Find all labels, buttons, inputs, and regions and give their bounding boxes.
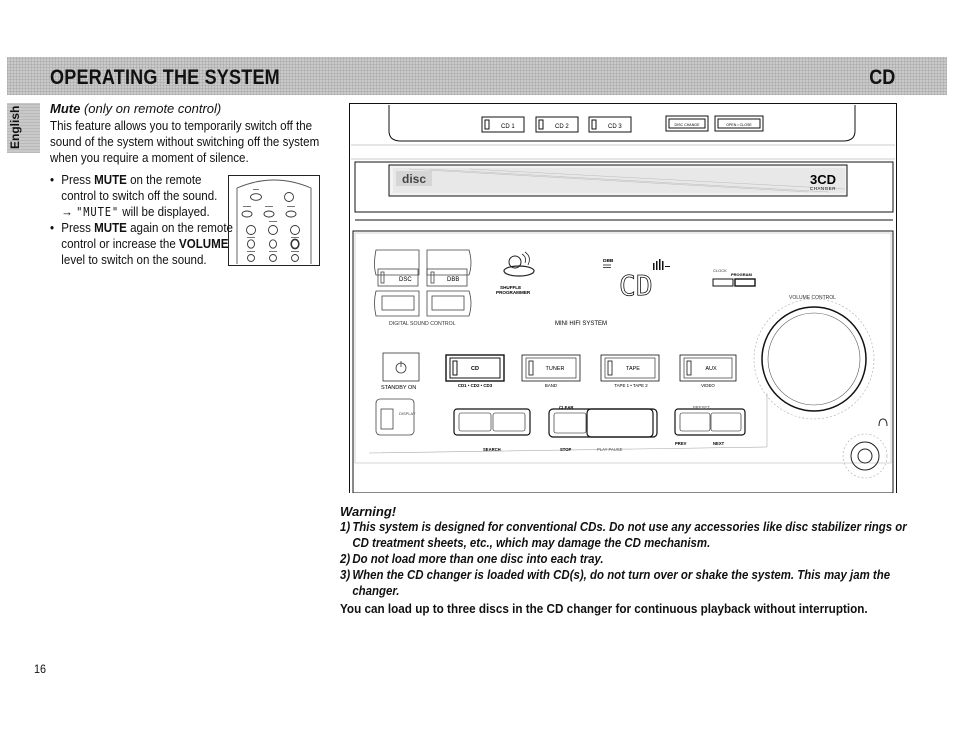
key-name: VOLUME <box>178 236 229 251</box>
source-buttons <box>445 354 737 382</box>
page-title: OPERATING THE SYSTEM <box>50 66 280 89</box>
display-readout: "MUTE" <box>76 205 120 219</box>
disc-change-label: DISC CHANGE <box>675 123 701 127</box>
item-number: 2) <box>340 551 351 566</box>
mute-heading: Mute (only on remote control) <box>50 101 221 116</box>
source-button-label: TAPE <box>626 366 640 372</box>
clock-label: CLOCK <box>713 268 727 273</box>
item-text: Do not load more than one disc into each… <box>352 551 604 566</box>
text: Press <box>61 172 95 187</box>
bullet-icon: • <box>50 172 55 187</box>
text: again on the remote <box>126 220 233 235</box>
preset-label: PRESET <box>693 405 710 410</box>
item-text: changer. <box>352 583 400 598</box>
next-label: NEXT <box>713 441 725 446</box>
volume-control-label: VOLUME CONTROL <box>789 295 836 301</box>
source-sublabel: VIDEO <box>701 383 715 388</box>
warning-list: 1) This system is designed for conventio… <box>340 519 907 599</box>
list-item: • Press MUTE on the remote control to sw… <box>50 172 224 220</box>
list-item: 3) When the CD changer is loaded with CD… <box>340 567 907 599</box>
list-item: 1) This system is designed for conventio… <box>340 519 907 551</box>
stop-label: STOP <box>560 447 572 452</box>
dbb-label: DBB <box>447 277 459 283</box>
mute-desc-line: when you require a moment of silence. <box>50 150 249 165</box>
tray-buttons: CD 1 CD 2 CD 3 DISC CHANGE OPEN • CLOSE <box>481 115 764 133</box>
tray-button-label: CD 1 <box>501 124 515 130</box>
list-item: • Press MUTE again on the remote control… <box>50 220 233 268</box>
key-name: MUTE <box>94 220 127 235</box>
summary-text: You can load up to three discs in the CD… <box>340 601 868 616</box>
mini-hifi-illustration: CD 1 CD 2 CD 3 DISC CHANGE OPEN • CLOSE … <box>349 103 897 494</box>
prev-label: PREV <box>675 441 687 446</box>
standby-label: STANDBY ON <box>381 385 416 391</box>
play-pause-label: PLAY PAUSE <box>597 447 623 452</box>
transport-controls <box>368 393 768 454</box>
mute-desc-line: sound of the system without switching of… <box>50 134 320 149</box>
section-label: CD <box>868 66 895 89</box>
mute-title: Mute <box>50 101 81 116</box>
source-sublabel: TAPE 1 • TAPE 2 <box>614 383 648 388</box>
remote-illustration <box>228 175 320 266</box>
text: level to switch on the sound. <box>61 252 207 267</box>
item-text: This system is designed for conventional… <box>352 519 907 534</box>
digital-sound-control-label: DIGITAL SOUND CONTROL <box>389 321 456 327</box>
text: control or increase the <box>61 236 179 251</box>
tray-button-label: CD 2 <box>555 124 569 130</box>
list-item: 2) Do not load more than one disc into e… <box>340 551 907 567</box>
language-tab-label: English <box>8 105 22 149</box>
changer-brand: 3CD <box>810 172 836 187</box>
programmer-label: PROGRAMMER <box>496 290 531 295</box>
item-number: 1) <box>340 519 351 534</box>
item-text: CD treatment sheets, etc., which may dam… <box>352 535 711 550</box>
source-button-label: TUNER <box>546 366 565 372</box>
open-close-label: OPEN • CLOSE <box>726 123 752 127</box>
tray-button-label: CD 3 <box>608 124 622 130</box>
display-label: DISPLAY <box>399 411 416 416</box>
device-front-panel: CD 1 CD 2 CD 3 DISC CHANGE OPEN • CLOSE … <box>349 103 897 494</box>
header-band <box>7 57 947 95</box>
volume-knob-icon <box>753 298 875 420</box>
item-number: 3) <box>340 567 351 582</box>
signal-bars-icon <box>653 259 670 270</box>
source-button-label: AUX <box>705 366 717 372</box>
item-text: When the CD changer is loaded with CD(s)… <box>352 567 891 582</box>
clear-label: CLEAR <box>559 405 573 410</box>
text: will be displayed. <box>119 204 210 219</box>
dsc-label: DSC <box>399 277 412 283</box>
changer-sub: CHANGER <box>810 186 836 191</box>
program-label: PROGRAM <box>731 272 753 277</box>
text: Press <box>61 220 95 235</box>
shuffle-programmer-icon <box>503 251 535 277</box>
mute-description: This feature allows you to temporarily s… <box>50 118 320 166</box>
bullet-icon: • <box>50 220 55 235</box>
dsc-cluster <box>374 249 472 317</box>
source-button-label: CD <box>471 366 479 372</box>
text: control to switch off the sound. <box>61 188 218 203</box>
warning-title: Warning! <box>340 504 397 519</box>
key-name: MUTE <box>94 172 127 187</box>
source-sublabel: CD1 • CD2 • CD3 <box>458 383 493 388</box>
mute-subtitle: (only on remote control) <box>83 101 222 116</box>
segment-display: CD <box>619 269 653 302</box>
arrow-icon: → <box>61 204 73 219</box>
source-sublabel: BAND <box>545 383 557 388</box>
remote-control-icon <box>236 179 312 264</box>
text: on the remote <box>126 172 202 187</box>
mute-desc-line: This feature allows you to temporarily s… <box>50 118 313 133</box>
standby-button <box>382 352 420 382</box>
headphone-jack-icon <box>842 418 888 479</box>
mini-hifi-label: MINI HIFI SYSTEM <box>555 321 607 327</box>
page-number: 16 <box>34 662 47 676</box>
search-label: SEARCH <box>483 447 501 452</box>
mute-instructions: • Press MUTE on the remote control to sw… <box>50 172 233 268</box>
language-tab <box>7 103 40 153</box>
display-button <box>375 398 415 436</box>
dbb-indicator: DBB <box>603 258 614 264</box>
shuffle-label: SHUFFLE <box>500 285 521 290</box>
compact-disc-logo: disc <box>402 172 426 186</box>
